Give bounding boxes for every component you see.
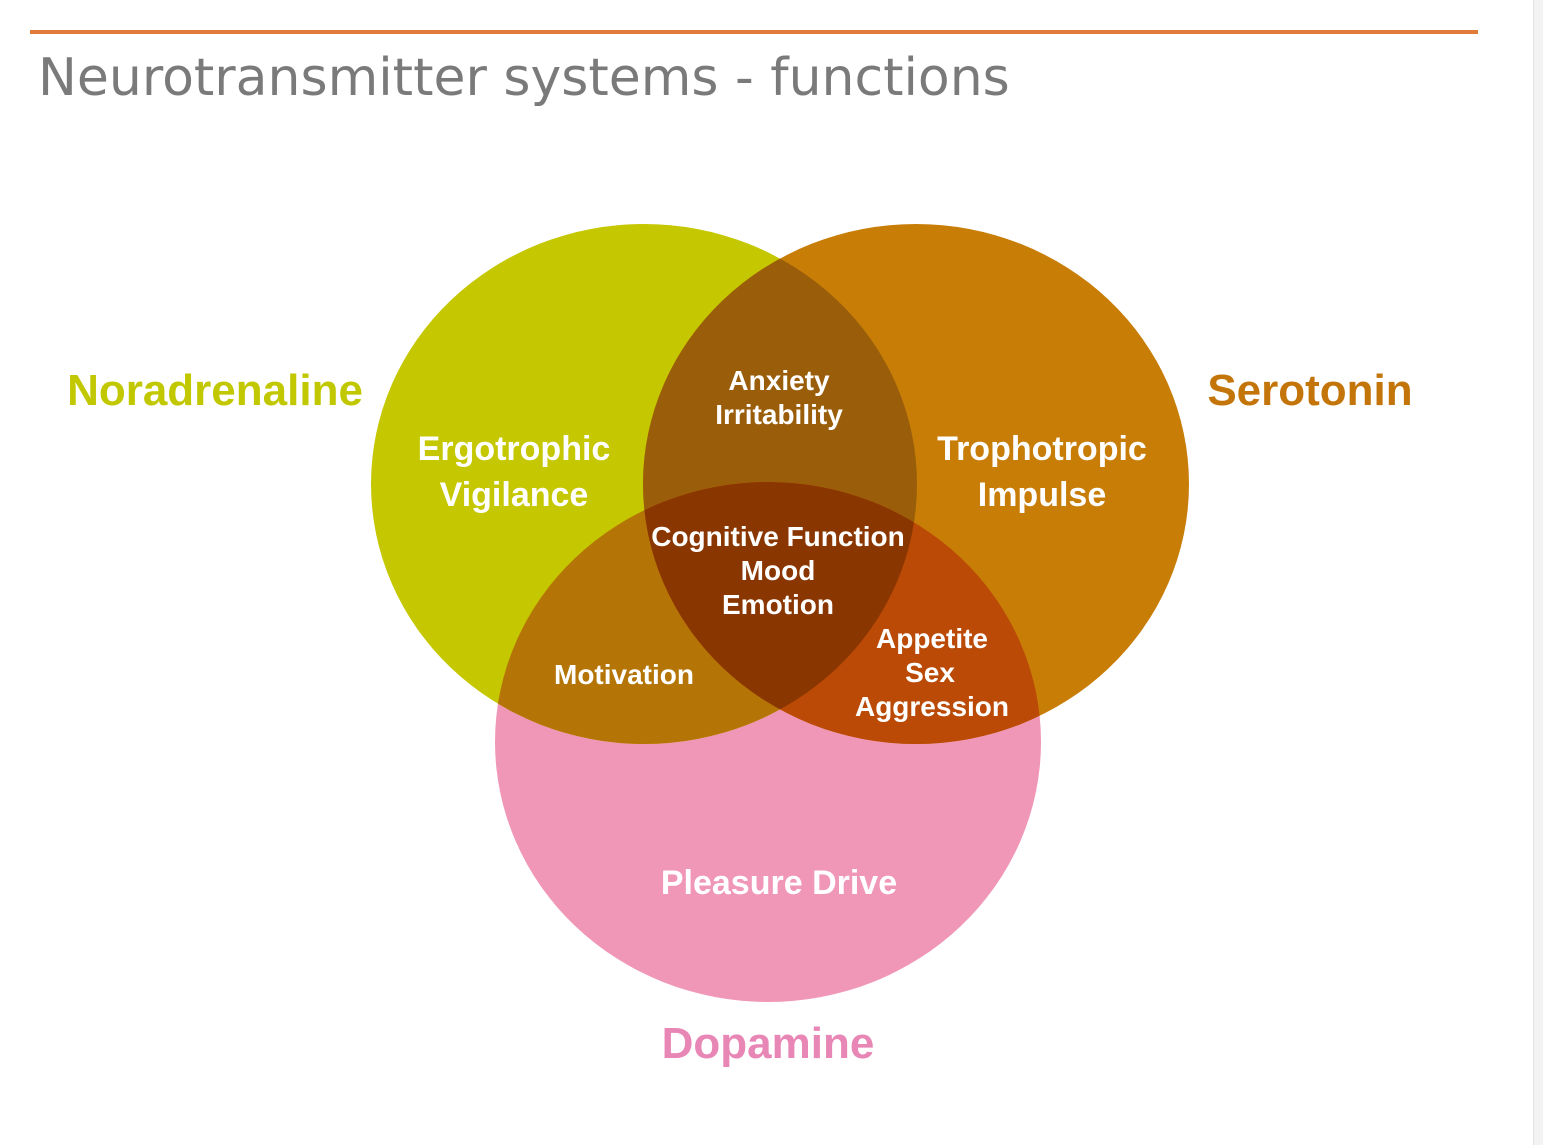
- overlap-all-line-1: Cognitive Function: [651, 521, 905, 552]
- noradrenaline-function-1: Ergotrophic: [418, 430, 611, 468]
- overlap-sero-dop-line-1: Appetite: [876, 623, 988, 654]
- noradrenaline-label: Noradrenaline: [67, 366, 363, 415]
- serotonin-label: Serotonin: [1207, 366, 1412, 415]
- overlap-sero-dop-line-3: Aggression: [855, 691, 1009, 722]
- noradrenaline-function-2: Vigilance: [440, 476, 589, 514]
- serotonin-function-2: Impulse: [978, 476, 1106, 514]
- overlap-sero-dop-line-2: Sex: [905, 657, 955, 688]
- title-rule: [30, 30, 1478, 34]
- slide-title: Neurotransmitter systems - functions: [38, 48, 1010, 108]
- overlap-nor-sero-line-1: Anxiety: [728, 365, 830, 396]
- overlap-all-line-3: Emotion: [722, 589, 834, 620]
- serotonin-function-1: Trophotropic: [937, 430, 1147, 468]
- overlap-nor-sero-line-2: Irritability: [715, 399, 843, 430]
- scroll-edge: [1533, 0, 1543, 1145]
- dopamine-function-1: Pleasure Drive: [661, 864, 897, 902]
- overlap-nor-dop-line-1: Motivation: [554, 659, 694, 690]
- overlap-all-line-2: Mood: [741, 555, 816, 586]
- dopamine-label: Dopamine: [662, 1019, 875, 1068]
